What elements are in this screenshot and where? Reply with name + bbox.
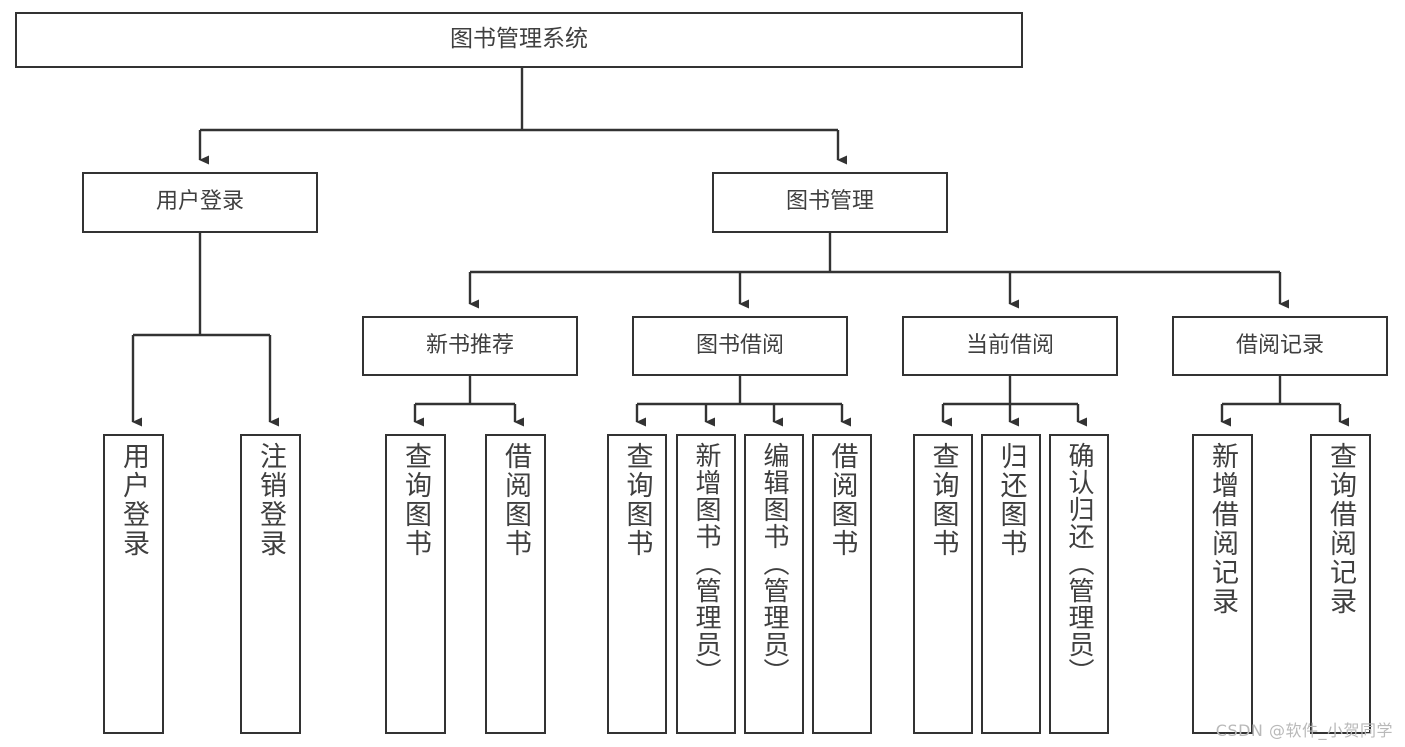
node-label: 用户登录 bbox=[155, 189, 244, 215]
node-label: 当前借阅 bbox=[965, 332, 1054, 358]
leaf-book-borrow-edit-book[interactable]: 编辑图书（管理员） bbox=[744, 434, 804, 734]
leaf-borrow-record-query-record[interactable]: 查询借阅记录 bbox=[1310, 434, 1371, 734]
node-label: 图书管理系统 bbox=[450, 26, 588, 53]
leaf-current-borrow-return-book[interactable]: 归还图书 bbox=[981, 434, 1041, 734]
node-label: 编辑图书（管理员） bbox=[759, 442, 789, 685]
node-new-book-recommend[interactable]: 新书推荐 bbox=[362, 316, 578, 376]
node-label: 新书推荐 bbox=[425, 332, 514, 358]
leaf-current-borrow-query-book[interactable]: 查询图书 bbox=[913, 434, 973, 734]
node-label: 用户登录 bbox=[118, 442, 149, 558]
node-label: 查询图书 bbox=[621, 442, 653, 558]
node-root-system[interactable]: 图书管理系统 bbox=[15, 12, 1023, 68]
node-label: 注销登录 bbox=[255, 442, 286, 558]
leaf-current-borrow-confirm-return[interactable]: 确认归还（管理员） bbox=[1049, 434, 1109, 734]
node-book-management[interactable]: 图书管理 bbox=[712, 172, 948, 233]
leaf-new-book-query-book[interactable]: 查询图书 bbox=[385, 434, 446, 734]
node-label: 查询图书 bbox=[400, 442, 431, 558]
node-book-borrow[interactable]: 图书借阅 bbox=[632, 316, 848, 376]
node-borrow-record[interactable]: 借阅记录 bbox=[1172, 316, 1388, 376]
node-label: 图书借阅 bbox=[695, 332, 784, 358]
leaf-book-borrow-query-book[interactable]: 查询图书 bbox=[607, 434, 667, 734]
leaf-user-login-logout[interactable]: 注销登录 bbox=[240, 434, 301, 734]
node-label: 确认归还（管理员） bbox=[1064, 442, 1094, 685]
leaf-new-book-borrow-book[interactable]: 借阅图书 bbox=[485, 434, 546, 734]
node-user-login[interactable]: 用户登录 bbox=[82, 172, 318, 233]
leaf-book-borrow-borrow-book[interactable]: 借阅图书 bbox=[812, 434, 872, 734]
node-label: 新增图书（管理员） bbox=[691, 442, 721, 685]
node-current-borrow[interactable]: 当前借阅 bbox=[902, 316, 1118, 376]
leaf-book-borrow-add-book[interactable]: 新增图书（管理员） bbox=[676, 434, 736, 734]
node-label: 图书管理 bbox=[785, 189, 874, 215]
node-label: 借阅图书 bbox=[500, 442, 531, 558]
node-label: 查询图书 bbox=[927, 442, 959, 558]
watermark: CSDN @软件_小贺同学 bbox=[1215, 721, 1393, 740]
node-label: 借阅图书 bbox=[826, 442, 858, 558]
node-label: 查询借阅记录 bbox=[1325, 442, 1356, 616]
leaf-borrow-record-add-record[interactable]: 新增借阅记录 bbox=[1192, 434, 1253, 734]
node-label: 借阅记录 bbox=[1235, 332, 1324, 358]
node-label: 新增借阅记录 bbox=[1207, 442, 1238, 616]
leaf-user-login-login[interactable]: 用户登录 bbox=[103, 434, 164, 734]
node-label: 归还图书 bbox=[995, 442, 1027, 558]
